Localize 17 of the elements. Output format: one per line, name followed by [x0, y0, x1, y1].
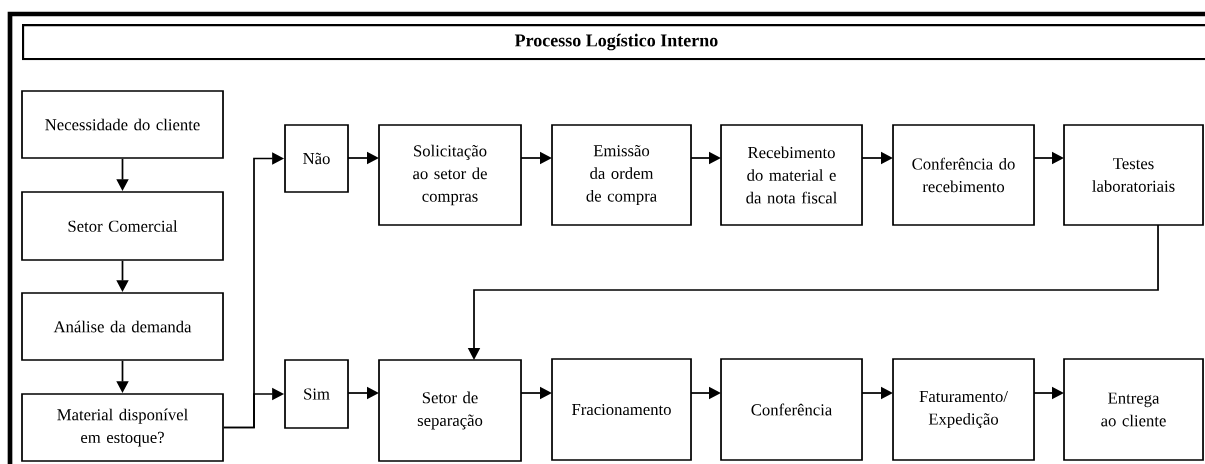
process-box: Necessidade do cliente [21, 90, 224, 159]
process-box: Conferência do recebimento [892, 124, 1035, 226]
process-box: Testes laboratoriais [1063, 124, 1204, 226]
process-box: Análise da demanda [21, 292, 224, 361]
process-box: Conferência [720, 358, 863, 461]
process-box: Fracionamento [551, 358, 692, 461]
process-box: Sim [284, 359, 349, 429]
process-box: Setor de separação [378, 359, 522, 462]
process-box: Emissão da ordem de compra [551, 124, 692, 226]
process-box: Solicitação ao setor de compras [378, 124, 522, 226]
process-box: Faturamento/ Expedição [892, 358, 1035, 461]
process-box: Não [284, 124, 349, 193]
title-bar: Processo Logístico Interno [22, 24, 1205, 61]
process-box: Recebimento do material e da nota fiscal [720, 124, 863, 226]
process-box: Setor Comercial [21, 191, 224, 261]
process-box: Entrega ao cliente [1063, 358, 1204, 461]
process-box: Material disponível em estoque? [21, 393, 224, 462]
